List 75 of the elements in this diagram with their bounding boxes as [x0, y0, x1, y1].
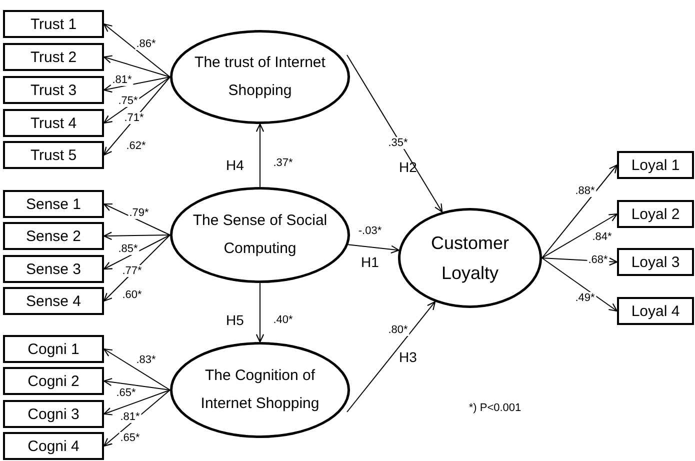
indicator-box: Trust 1 — [3, 10, 104, 38]
indicator-box: Loyal 4 — [617, 297, 694, 325]
edge-label: .49* — [574, 292, 596, 304]
edge-label: .65* — [115, 387, 137, 399]
arrow — [542, 258, 618, 312]
arrow — [103, 390, 170, 416]
arrow — [103, 390, 170, 447]
arrow — [346, 54, 443, 212]
hypothesis-label: H2 — [399, 159, 417, 175]
arrow — [103, 55, 170, 78]
edge-label: .86* — [135, 38, 157, 50]
hypothesis-label: H5 — [226, 312, 244, 328]
hypothesis-label: H1 — [361, 254, 379, 270]
arrow — [542, 213, 618, 258]
arrow — [256, 123, 264, 188]
arrow — [103, 232, 170, 240]
edge-label: .37* — [272, 157, 294, 169]
latent-variable-ellipse — [398, 208, 542, 308]
indicator-box: Sense 1 — [3, 190, 104, 218]
edge-label: .77* — [121, 265, 143, 277]
arrow — [256, 282, 264, 343]
indicator-box: Sense 2 — [3, 222, 104, 250]
latent-variable-ellipse — [170, 30, 350, 124]
edge-label: .40* — [272, 314, 294, 326]
edge-label: .85* — [117, 243, 139, 255]
edge-label: .81* — [119, 411, 141, 423]
arrow — [103, 76, 170, 156]
indicator-box: Cogni 3 — [3, 400, 104, 428]
indicator-box: Cogni 4 — [3, 432, 104, 460]
edge-label: .84* — [591, 231, 613, 243]
edge-label: .80* — [387, 324, 409, 336]
arrow — [103, 23, 170, 78]
edge-label: .62* — [125, 140, 147, 152]
note-text: *) P<0.001 — [468, 402, 522, 414]
arrow — [103, 76, 170, 93]
arrow — [103, 378, 170, 390]
latent-variable-ellipse — [170, 342, 350, 438]
hypothesis-label: H3 — [399, 349, 417, 365]
node-label: Customer Loyalty — [430, 232, 510, 285]
edge-label: .83* — [135, 354, 157, 366]
node-label: The Cognition of Internet Shopping — [200, 366, 320, 414]
edge-label: .79* — [128, 207, 150, 219]
node-label: The Sense of Social Computing — [192, 211, 328, 259]
edge-label: .65* — [119, 432, 141, 444]
edge-label: .68* — [587, 254, 609, 266]
indicator-box: Sense 4 — [3, 287, 104, 315]
arrow — [103, 234, 170, 270]
latent-variable-ellipse — [170, 187, 350, 283]
arrow — [103, 203, 170, 236]
indicator-box: Trust 2 — [3, 43, 104, 71]
edge-label: .60* — [121, 289, 143, 301]
hypothesis-label: H4 — [226, 157, 244, 173]
indicator-box: Loyal 3 — [617, 248, 694, 276]
arrow — [346, 301, 436, 412]
arrow — [542, 164, 618, 258]
edge-label: .35* — [387, 137, 409, 149]
indicator-box: Trust 3 — [3, 76, 104, 104]
indicator-box: Loyal 2 — [617, 200, 694, 228]
arrow — [103, 76, 170, 124]
node-label: The trust of Internet Shopping — [194, 53, 326, 101]
indicator-box: Cogni 1 — [3, 335, 104, 363]
edge-label: -.03* — [357, 225, 383, 237]
edge-label: .75* — [117, 95, 139, 107]
indicator-box: Trust 4 — [3, 109, 104, 137]
indicator-box: Trust 5 — [3, 141, 104, 169]
edge-label: .88* — [574, 185, 596, 197]
arrow — [103, 348, 170, 390]
arrow — [542, 257, 618, 266]
indicator-box: Sense 3 — [3, 255, 104, 283]
arrow — [103, 234, 170, 302]
indicator-box: Loyal 1 — [617, 151, 694, 179]
edge-label: .71* — [123, 112, 145, 124]
arrow — [348, 244, 400, 254]
edge-label: .81* — [111, 74, 133, 86]
indicator-box: Cogni 2 — [3, 367, 104, 395]
